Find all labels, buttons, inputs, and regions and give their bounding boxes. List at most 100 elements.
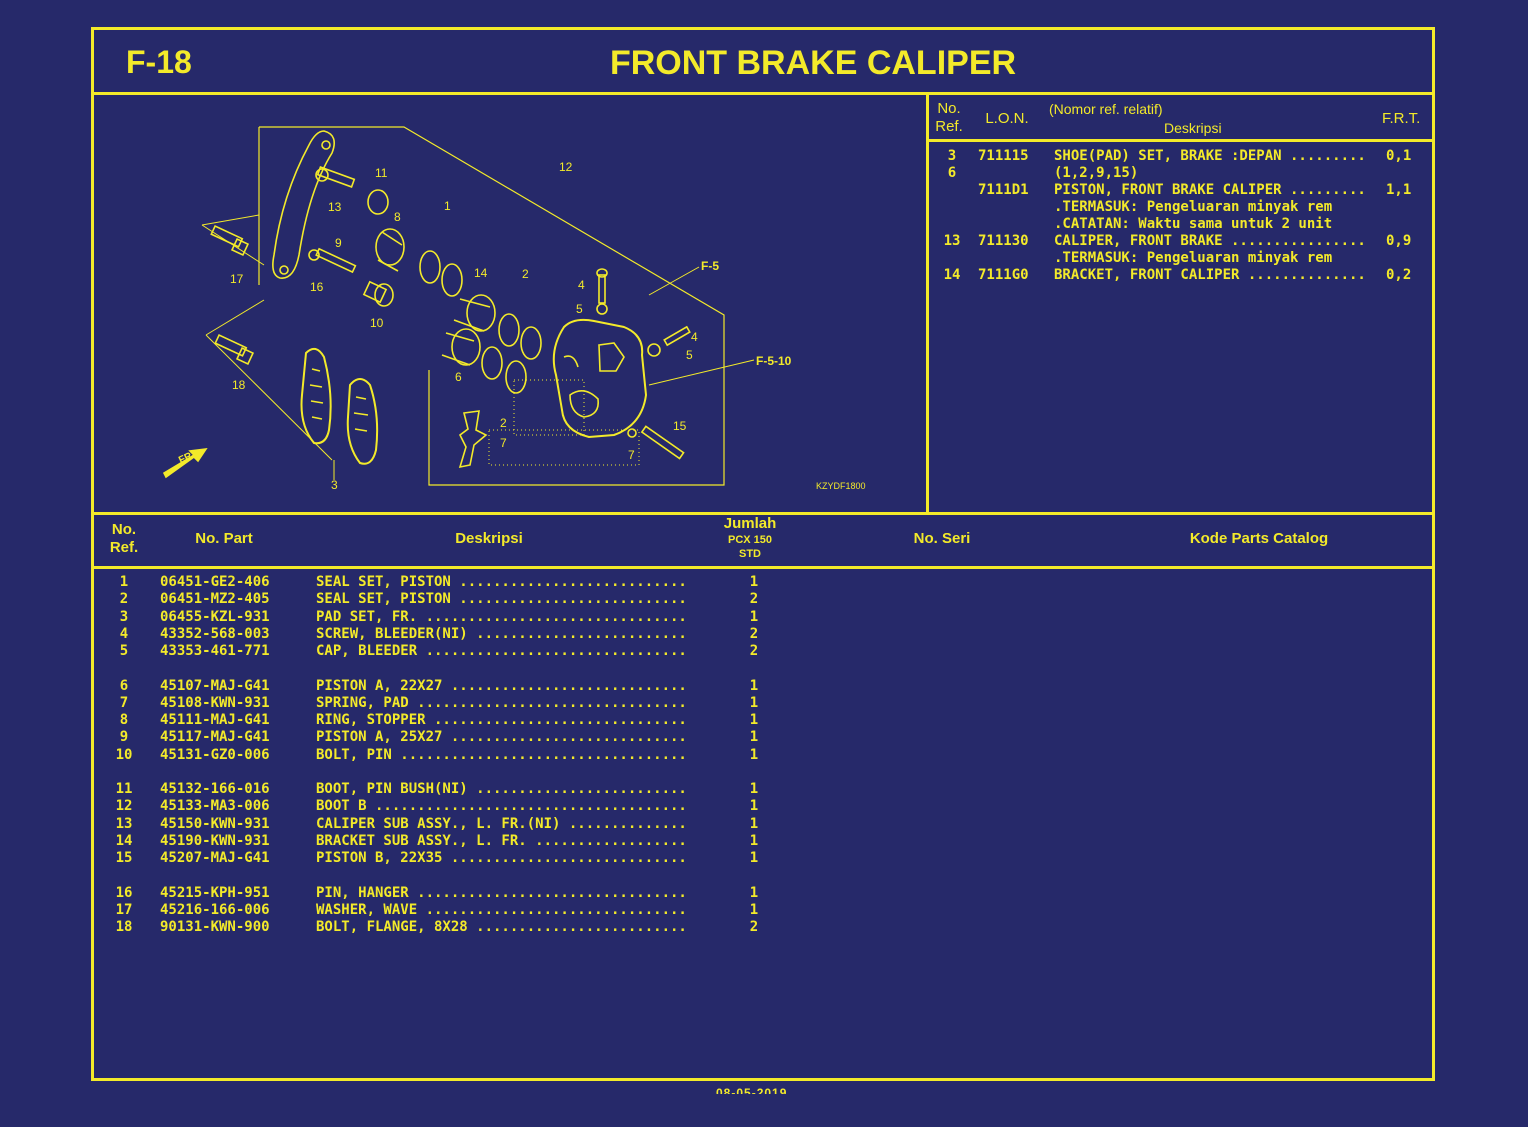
lon-cell-desc: CALIPER, FRONT BRAKE ................ xyxy=(1054,233,1366,249)
parts-cell-qty: 1 xyxy=(749,608,759,625)
parts-cell-desc: PISTON B, 22X35 ........................… xyxy=(316,850,687,866)
callout: 3 xyxy=(331,478,338,492)
table-row: 18 90131-KWN-900 BOLT, FLANGE, 8X28 ......… xyxy=(94,919,794,936)
parts-cell-ref: 18 xyxy=(115,919,133,935)
parts-cell-desc: BOLT, FLANGE, 8X28 .....................… xyxy=(316,919,687,935)
callout: 11 xyxy=(375,166,388,180)
callout: 5 xyxy=(686,348,693,362)
callout: 10 xyxy=(370,316,384,330)
parts-cell-ref: 5 xyxy=(119,643,129,659)
parts-cell-qty: 1 xyxy=(749,884,759,901)
lon-cell-frt: 0,2 xyxy=(1386,267,1412,283)
lon-cell-ref: 6 xyxy=(947,165,957,181)
parts-cell-desc: BOLT, PIN ..............................… xyxy=(316,746,687,763)
parts-cell-part: 43352-568-003 xyxy=(160,625,270,642)
parts-cell-desc: SPRING, PAD ............................… xyxy=(316,694,687,711)
divider xyxy=(926,94,929,514)
callout: 16 xyxy=(310,280,324,294)
parts-cell-qty: 1 xyxy=(749,815,759,832)
parts-cell-ref: 8 xyxy=(119,712,129,728)
callout: 7 xyxy=(628,448,635,462)
lon-cell-desc: BRACKET, FRONT CALIPER .............. xyxy=(1054,267,1366,283)
parts-cell-desc: CALIPER SUB ASSY., L. FR.(NI) ..........… xyxy=(316,815,687,832)
reference-f-5: F-5 xyxy=(701,259,719,273)
divider xyxy=(94,512,1432,515)
parts-cell-qty: 1 xyxy=(749,781,759,797)
parts-cell-desc: PISTON A, 22X27 ........................… xyxy=(316,677,687,694)
page-title: FRONT BRAKE CALIPER xyxy=(609,44,1017,82)
table-row: 15 45207-MAJ-G41 PISTON B, 22X35 .........… xyxy=(94,850,794,867)
parts-cell-qty: 1 xyxy=(749,694,759,711)
divider xyxy=(94,92,1432,95)
divider xyxy=(94,566,1432,569)
table-row: 3 06455-KZL-931 PAD SET, FR. .............… xyxy=(94,609,794,626)
parts-cell-ref: 7 xyxy=(119,694,129,711)
parts-cell-part: 45131-GZ0-006 xyxy=(160,746,270,763)
callout: 5 xyxy=(576,302,583,316)
callout: 7 xyxy=(500,436,507,450)
callout: 6 xyxy=(455,370,462,384)
callout: 1 xyxy=(444,199,451,213)
lon-cell-desc: SHOE(PAD) SET, BRAKE :DEPAN ......... xyxy=(1054,148,1366,164)
callout: 17 xyxy=(230,272,244,286)
parts-cell-part: 43353-461-771 xyxy=(160,643,270,659)
parts-header-catalog: Kode Parts Catalog xyxy=(1189,530,1329,547)
parts-cell-part: 45216-166-006 xyxy=(160,901,270,918)
parts-cell-ref: 13 xyxy=(115,815,133,832)
callout: 13 xyxy=(328,200,342,214)
parts-cell-desc: PAD SET, FR. ...........................… xyxy=(316,608,687,625)
parts-cell-qty: 2 xyxy=(749,591,759,608)
reference-f-5-10: F-5-10 xyxy=(756,354,792,368)
parts-cell-ref: 3 xyxy=(119,608,129,625)
parts-cell-part: 06455-KZL-931 xyxy=(160,608,270,625)
parts-cell-part: 45133-MA3-006 xyxy=(160,798,270,815)
parts-cell-part: 45107-MAJ-G41 xyxy=(160,677,270,694)
parts-cell-desc: WASHER, WAVE ...........................… xyxy=(316,901,687,918)
parts-cell-ref: 14 xyxy=(115,832,133,849)
lon-header-lon: L.O.N. xyxy=(985,110,1029,127)
lon-cell-desc: .CATATAN: Waktu sama untuk 2 unit xyxy=(1054,216,1333,232)
callout: 2 xyxy=(500,416,507,430)
parts-cell-part: 90131-KWN-900 xyxy=(160,919,270,935)
parts-cell-desc: SEAL SET, PISTON .......................… xyxy=(316,591,687,608)
parts-cell-desc: PISTON A, 25X27 ........................… xyxy=(316,729,687,746)
parts-cell-desc: BRACKET SUB ASSY., L. FR. ..............… xyxy=(316,832,687,849)
parts-cell-ref: 12 xyxy=(115,798,133,815)
parts-cell-qty: 1 xyxy=(749,677,759,694)
parts-cell-ref: 6 xyxy=(119,677,129,694)
lon-cell-frt: 1,1 xyxy=(1386,182,1412,198)
parts-cell-qty: 1 xyxy=(749,798,759,815)
parts-header-qty: Jumlah PCX 150 STD xyxy=(723,515,777,560)
callout: 14 xyxy=(474,266,488,280)
lon-header-desc-note: (Nomor ref. relatif) xyxy=(1049,101,1163,117)
parts-cell-qty: 2 xyxy=(749,919,759,935)
parts-cell-desc: SEAL SET, PISTON .......................… xyxy=(316,574,687,590)
parts-cell-ref: 4 xyxy=(119,625,129,642)
parts-header-part-no: No. Part xyxy=(195,530,253,547)
lon-header-no-ref: No. Ref. xyxy=(935,100,963,135)
lon-header-frt: F.R.T. xyxy=(1382,110,1421,127)
parts-cell-qty: 1 xyxy=(749,574,759,590)
parts-cell-ref: 15 xyxy=(115,850,133,866)
catalog-page-frame: F-18 FRONT BRAKE CALIPER xyxy=(91,27,1435,1081)
parts-cell-part: 45108-KWN-931 xyxy=(160,694,270,711)
lon-cell-lon: 7111G0 xyxy=(978,267,1029,283)
page-date: 08-05-2019 xyxy=(716,1086,788,1094)
table-row: 7 45108-KWN-931 SPRING, PAD ..............… xyxy=(94,695,794,712)
parts-header-serial: No. Seri xyxy=(913,530,971,547)
lon-cell-frt: 0,9 xyxy=(1386,233,1412,249)
parts-cell-part: 45150-KWN-931 xyxy=(160,815,270,832)
callout: 18 xyxy=(232,378,246,392)
parts-cell-part: 45207-MAJ-G41 xyxy=(160,850,270,866)
lon-cell-lon: 7111D1 xyxy=(978,182,1029,198)
lon-cell-desc: PISTON, FRONT BRAKE CALIPER ......... xyxy=(1054,182,1366,198)
parts-cell-qty: 1 xyxy=(749,729,759,746)
